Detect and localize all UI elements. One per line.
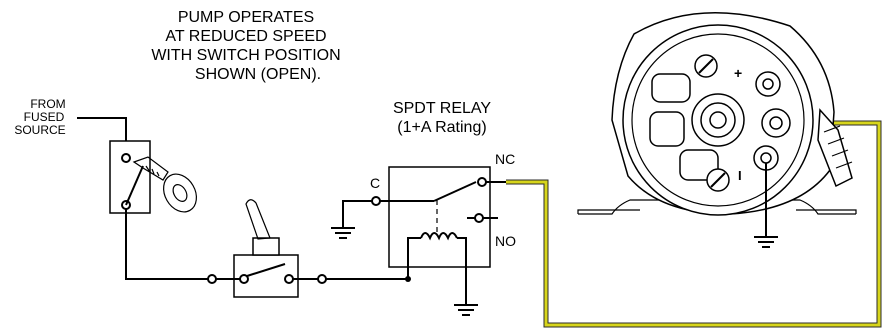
source-line-3: SOURCE (14, 123, 65, 137)
relay-label-c: C (370, 175, 380, 191)
pump-motor-icon: + I (577, 12, 857, 216)
key-to-toggle-wire (125, 209, 212, 280)
source-line-1: FROM (30, 97, 65, 111)
pump-terminal-low: I (738, 168, 742, 183)
key-switch-icon (109, 140, 151, 214)
relay-title-line-1: SPDT RELAY (393, 100, 491, 117)
key-icon (132, 156, 197, 213)
relay-coil-icon (405, 232, 467, 282)
pump-note-line-2: AT REDUCED SPEED (165, 28, 326, 45)
pump-note-line-4: SHOWN (OPEN). (195, 66, 321, 83)
relay-label-nc: NC (495, 151, 515, 167)
pump-note-line-1: PUMP OPERATES (178, 9, 314, 26)
pump-note-line-3: WITH SWITCH POSITION (151, 47, 340, 64)
ground-icon (754, 163, 778, 248)
ground-icon (331, 227, 355, 239)
spdt-relay: C NC NO (342, 151, 516, 282)
ground-icon (454, 279, 478, 316)
toggle-switch-icon (233, 199, 299, 298)
toggle-terminal-right (317, 274, 327, 284)
relay-label-no: NO (495, 233, 516, 249)
relay-title-line-2: (1+A Rating) (397, 119, 486, 136)
fused-source-label: FROM FUSED SOURCE (14, 97, 65, 137)
toggle-terminal-left (207, 274, 217, 284)
relay-title: SPDT RELAY (1+A Rating) (393, 100, 491, 136)
pump-terminal-plus: + (734, 65, 742, 81)
pump-speed-note: PUMP OPERATES AT REDUCED SPEED WITH SWIT… (151, 9, 340, 83)
source-line-2: FUSED (24, 110, 65, 124)
